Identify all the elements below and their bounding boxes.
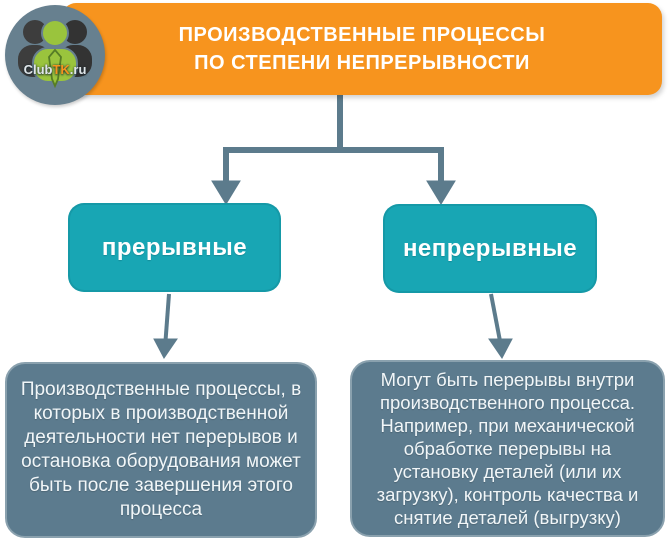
arrow-left-mid — [163, 293, 171, 342]
branch-box-continuous: непрерывные — [383, 204, 597, 293]
people-icon — [18, 19, 92, 89]
arrowhead-left-branch — [211, 180, 241, 205]
logo-ru-text: .ru — [69, 62, 87, 77]
description-box-continuous: Могут быть перерывы внутри производствен… — [350, 360, 665, 537]
branch-box-discontinuous: прерывные — [68, 203, 281, 292]
header-title: ПРОИЗВОДСТВЕННЫЕ ПРОЦЕССЫ ПО СТЕПЕНИ НЕП… — [178, 24, 546, 74]
branch-label-continuous: непрерывные — [402, 234, 578, 262]
logo-tk-text: TK — [52, 62, 70, 77]
arrow-right-mid — [489, 293, 502, 342]
arrowhead-left-mid — [153, 338, 178, 359]
header-banner: ПРОИЗВОДСТВЕННЫЕ ПРОЦЕССЫ ПО СТЕПЕНИ НЕП… — [62, 3, 662, 95]
clubtk-logo: ClubTK.ru — [5, 5, 105, 105]
logo-wordmark: ClubTK.ru — [5, 62, 105, 77]
branch-label-discontinuous: прерывные — [101, 233, 248, 261]
logo-club-text: Club — [23, 62, 53, 77]
description-box-discontinuous: Производственные процессы, в которых в п… — [5, 362, 317, 538]
arrowhead-right-mid — [488, 338, 513, 359]
arrowhead-right-branch — [426, 180, 456, 205]
